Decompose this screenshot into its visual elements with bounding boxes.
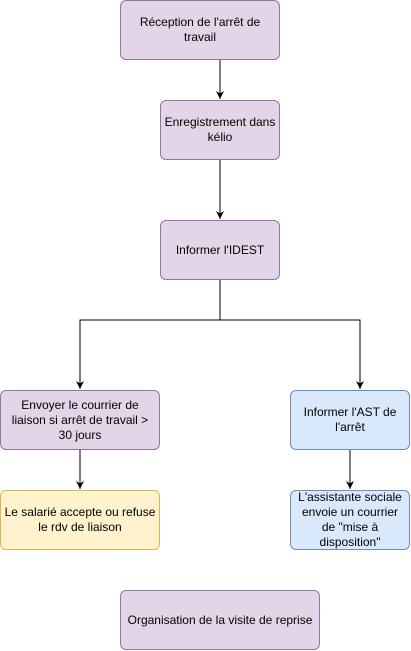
node-salarie-accepte[interactable]: Le salarié accepte ou refuse le rdv de l… bbox=[0, 490, 160, 550]
node-organisation-visite[interactable]: Organisation de la visite de reprise bbox=[120, 590, 320, 650]
node-reception-arret-label: Réception de l'arrêt de travail bbox=[139, 15, 261, 44]
node-informer-idest[interactable]: Informer l'IDEST bbox=[160, 220, 280, 280]
node-enregistrement-kelio[interactable]: Enregistrement dans kélio bbox=[160, 100, 280, 160]
edge-idest-ast bbox=[220, 319, 364, 389]
node-informer-idest-label: Informer l'IDEST bbox=[175, 242, 265, 257]
node-assistante-sociale[interactable]: L'assistante sociale envoie un courrier … bbox=[290, 490, 410, 550]
edge-idest-courrier bbox=[76, 280, 221, 389]
node-reception-arret[interactable]: Réception de l'arrêt de travail bbox=[120, 0, 280, 60]
node-organisation-visite-label: Organisation de la visite de reprise bbox=[127, 612, 313, 627]
node-informer-ast-label: Informer l'AST de l'arrêt bbox=[303, 405, 397, 434]
node-salarie-accepte-label: Le salarié accepte ou refuse le rdv de l… bbox=[4, 505, 156, 534]
node-enregistrement-kelio-label: Enregistrement dans kélio bbox=[164, 115, 276, 144]
node-envoyer-courrier[interactable]: Envoyer le courrier de liaison si arrêt … bbox=[0, 390, 160, 450]
node-informer-ast[interactable]: Informer l'AST de l'arrêt bbox=[290, 390, 410, 450]
node-assistante-sociale-label: L'assistante sociale envoie un courrier … bbox=[298, 490, 402, 549]
node-envoyer-courrier-label: Envoyer le courrier de liaison si arrêt … bbox=[11, 397, 149, 442]
